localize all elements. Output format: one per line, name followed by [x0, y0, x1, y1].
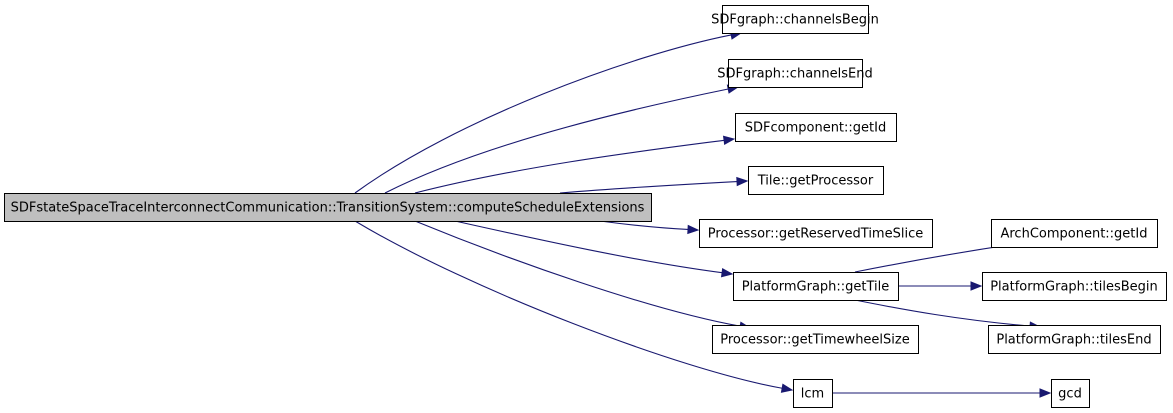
node-label: Processor::getTimewheelSize: [720, 333, 909, 348]
node-label: PlatformGraph::getTile: [742, 280, 890, 295]
arrowhead-icon: [722, 135, 736, 146]
edge-line: [559, 180, 738, 194]
function-node-getProcessor[interactable]: Tile::getProcessor: [748, 166, 884, 195]
arrowhead-icon: [1039, 388, 1052, 398]
edge-lcm-to-gcd: [832, 388, 1052, 398]
function-node-channelsBegin[interactable]: SDFgraph::channelsBegin: [711, 5, 879, 34]
edge-line: [454, 220, 723, 274]
function-node-getReservedTimeSlice[interactable]: Processor::getReservedTimeSlice: [699, 219, 933, 248]
node-box: [1051, 379, 1090, 408]
node-box: [712, 325, 919, 354]
function-node-getTile[interactable]: PlatformGraph::getTile: [733, 272, 899, 301]
edge-root-to-channelsBegin: [354, 30, 743, 194]
function-node-tilesBegin[interactable]: PlatformGraph::tilesBegin: [982, 272, 1167, 301]
function-node-getTimewheelSize[interactable]: Processor::getTimewheelSize: [712, 325, 919, 354]
node-box: [4, 193, 652, 222]
arrowhead-icon: [736, 176, 749, 187]
arrowhead-icon: [970, 281, 983, 291]
edge-root-to-getProcessor: [559, 176, 749, 194]
node-box: [793, 379, 833, 408]
node-box: [733, 272, 899, 301]
edge-getTile-to-tilesBegin: [897, 281, 983, 291]
node-label: PlatformGraph::tilesEnd: [996, 333, 1151, 348]
function-node-archGetId[interactable]: ArchComponent::getId: [991, 219, 1158, 248]
function-node-sdfGetId[interactable]: SDFcomponent::getId: [735, 113, 897, 142]
edge-root-to-channelsEnd: [384, 84, 740, 194]
edge-line: [354, 34, 732, 194]
node-label: gcd: [1058, 387, 1082, 402]
edge-line: [599, 220, 689, 231]
function-node-lcm[interactable]: lcm: [793, 379, 833, 408]
edge-root-to-getReservedTimeSlice: [599, 220, 700, 235]
node-box: [699, 219, 933, 248]
node-box: [728, 59, 863, 88]
node-label: ArchComponent::getId: [1000, 227, 1147, 242]
node-box: [991, 219, 1158, 248]
node-label: SDFstateSpaceTraceInterconnectCommunicat…: [11, 201, 645, 216]
node-label: SDFcomponent::getId: [745, 121, 886, 136]
node-label: PlatformGraph::tilesBegin: [990, 280, 1158, 295]
edge-root-to-lcm: [354, 220, 794, 393]
node-box: [748, 166, 884, 195]
node-label: Processor::getReservedTimeSlice: [708, 227, 923, 242]
node-label: Tile::getProcessor: [757, 174, 874, 189]
nodes-layer: SDFstateSpaceTraceInterconnectCommunicat…: [4, 5, 1167, 408]
arrowhead-icon: [720, 267, 734, 278]
function-node-gcd[interactable]: gcd: [1051, 379, 1090, 408]
edge-line: [354, 220, 783, 389]
function-node-tilesEnd[interactable]: PlatformGraph::tilesEnd: [988, 325, 1161, 354]
node-label: SDFgraph::channelsBegin: [711, 13, 879, 28]
node-label: lcm: [801, 387, 824, 402]
edge-root-to-sdfGetId: [414, 135, 736, 194]
edge-line: [854, 299, 1031, 327]
node-box: [735, 113, 897, 142]
node-box: [988, 325, 1161, 354]
arrowhead-icon: [687, 224, 700, 235]
edge-line: [414, 220, 741, 327]
function-node-channelsEnd[interactable]: SDFgraph::channelsEnd: [717, 59, 873, 88]
node-box: [982, 272, 1167, 301]
edge-line: [414, 139, 725, 194]
node-label: SDFgraph::channelsEnd: [717, 67, 872, 82]
root-function-node: SDFstateSpaceTraceInterconnectCommunicat…: [4, 193, 652, 222]
arrowhead-icon: [780, 383, 794, 393]
edge-root-to-getTile: [454, 220, 734, 278]
edge-line: [384, 88, 729, 194]
node-box: [722, 5, 869, 34]
